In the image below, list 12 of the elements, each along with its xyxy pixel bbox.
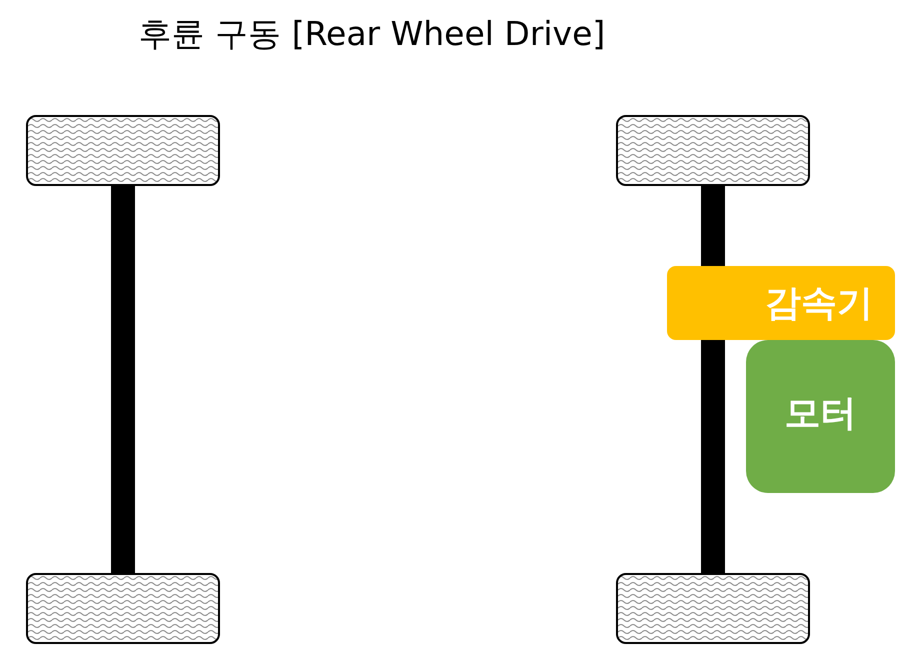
axle-line: [701, 186, 725, 266]
reducer-box: [667, 266, 895, 340]
wheel-box: [26, 573, 220, 644]
diagram-title: 후륜 구동 [Rear Wheel Drive]: [138, 13, 606, 55]
wheel-box: [616, 115, 810, 186]
node-label: 모터: [784, 392, 856, 436]
wheel-box: [616, 573, 810, 644]
wheel-box: [26, 115, 220, 186]
motor-box: [746, 340, 895, 493]
node-label: 감속기: [765, 282, 873, 326]
axle-line: [701, 340, 725, 573]
axle-line: [111, 186, 135, 573]
